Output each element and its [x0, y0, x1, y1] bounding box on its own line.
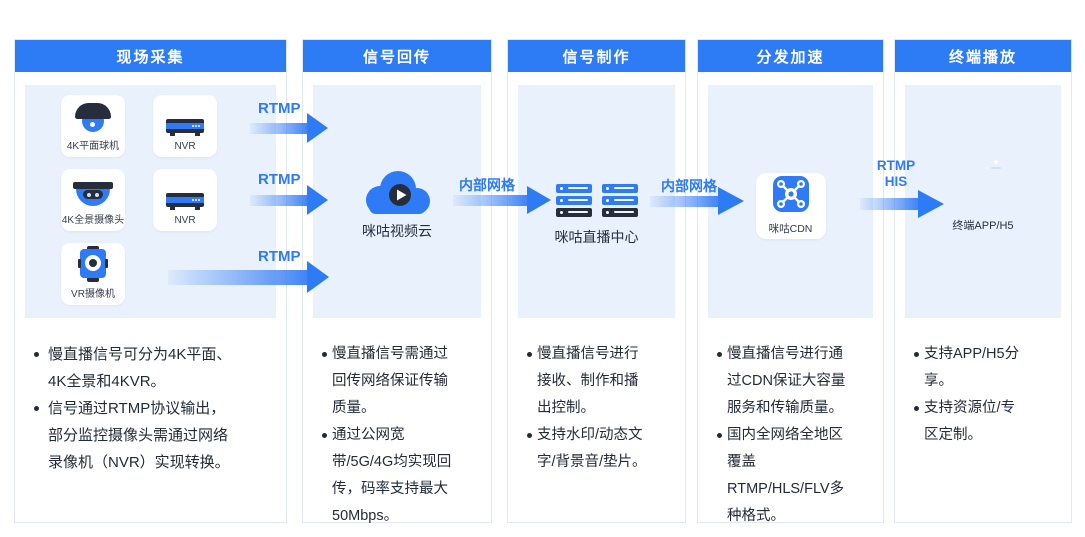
device-label: 4K平面球机 [66, 141, 120, 152]
column-capture-header: 现场采集 [15, 40, 286, 72]
arrow-right-icon [307, 261, 329, 293]
device-card-vr-camera: VR摄像机 [61, 243, 125, 305]
arrow-label-rtmp-his: RTMP HIS [866, 158, 926, 190]
video-cloud-icon [360, 167, 434, 224]
video-cloud-label: 咪咕视频云 [362, 223, 432, 239]
nvr-icon [166, 119, 204, 138]
note-item: 慢直播信号进行通过CDN保证大容量服务和传输质量。 [716, 341, 849, 422]
arrow-label-rtmp-2: RTMP [258, 171, 301, 188]
arrow-shaft [650, 196, 718, 207]
column-backhaul-header: 信号回传 [303, 40, 491, 72]
column-playback-header: 终端播放 [895, 40, 1071, 72]
arrow-right-icon [718, 187, 744, 215]
arrow-label-internal-1: 内部网格 [459, 177, 515, 193]
dome-camera-icon [75, 103, 111, 134]
arrow-shaft [860, 198, 918, 210]
device-card-nvr-1: NVR [153, 95, 217, 157]
note-item: 慢直播信号可分为4K平面、4K全景和4KVR。 [33, 341, 240, 395]
panoramic-camera-icon [73, 182, 113, 208]
note-item: 通过公网宽带/5G/4G均实现回传，码率支持最大50Mbps。 [321, 422, 459, 530]
production-notes: 慢直播信号进行接收、制作和播出控制。 支持水印/动态文字/背景音/垫片。 [508, 341, 651, 476]
note-item: 国内全网络全地区覆盖RTMP/HLS/FLV多种格式。 [716, 422, 849, 530]
live-center-label: 咪咕直播中心 [554, 229, 639, 245]
column-backhaul: 信号回传 咪咕视频云 慢直播信号需通过回传网络保证传输质量。 通过公网宽带/5 [302, 39, 492, 524]
arrow-label-line2: HIS [884, 174, 908, 189]
column-production: 信号制作 咪咕直播中心 慢直播信号进行接收、制作和播出控制。 支持水印/动态文字… [507, 39, 686, 523]
column-playback: 终端播放 终端APP/H5 支持APP/H5分享。 支持资源位/专区定制。 [894, 39, 1072, 523]
arrow-shaft [453, 195, 527, 206]
note-item: 支持水印/动态文字/背景音/垫片。 [526, 422, 651, 476]
arrow-label-line1: RTMP [876, 158, 916, 173]
distribution-notes: 慢直播信号进行通过CDN保证大容量服务和传输质量。 国内全网络全地区覆盖RTMP… [698, 341, 849, 530]
arrow-label-rtmp-3: RTMP [258, 248, 301, 265]
arrow-right-icon [307, 113, 328, 143]
cdn-network-icon [772, 176, 809, 217]
device-label: VR摄像机 [71, 289, 115, 300]
cdn-card: 咪咕CDN [755, 173, 826, 239]
backhaul-notes: 慢直播信号需通过回传网络保证传输质量。 通过公网宽带/5G/4G均实现回传，码率… [303, 341, 459, 530]
nvr-icon [166, 193, 204, 212]
capture-notes: 慢直播信号可分为4K平面、4K全景和4KVR。 信号通过RTMP协议输出，部分监… [15, 341, 240, 476]
note-item: 支持APP/H5分享。 [913, 341, 1024, 395]
note-item: 信号通过RTMP协议输出，部分监控摄像头需通过网络录像机（NVR）实现转换。 [33, 395, 240, 476]
arrow-right-icon [527, 186, 551, 214]
terminal-app-label: 终端APP/H5 [952, 220, 1014, 232]
cdn-label: 咪咕CDN [768, 223, 813, 235]
arrow-right-icon [918, 190, 944, 218]
arrow-shaft [250, 195, 307, 206]
note-item: 慢直播信号需通过回传网络保证传输质量。 [321, 341, 459, 422]
arrow-shaft [250, 123, 307, 134]
device-card-panoramic-camera: 4K全景摄像头 [61, 169, 125, 231]
playback-notes: 支持APP/H5分享。 支持资源位/专区定制。 [895, 341, 1024, 449]
vr-camera-icon [78, 246, 108, 282]
column-distribution-header: 分发加速 [698, 40, 883, 72]
arrow-right-icon [307, 185, 328, 215]
server-stack-icon [555, 184, 638, 217]
device-label: NVR [174, 141, 196, 152]
note-item: 支持资源位/专区定制。 [913, 395, 1024, 449]
arrow-label-rtmp-1: RTMP [258, 100, 301, 117]
arrow-label-internal-2: 内部网格 [661, 178, 717, 194]
device-label: 4K全景摄像头 [61, 215, 125, 226]
column-production-header: 信号制作 [508, 40, 685, 72]
column-distribution: 分发加速 [697, 39, 884, 524]
device-label: NVR [174, 215, 196, 226]
device-card-dome-camera: 4K平面球机 [61, 95, 125, 157]
device-card-nvr-2: NVR [153, 169, 217, 231]
arrow-shaft [168, 270, 307, 285]
note-item: 慢直播信号进行接收、制作和播出控制。 [526, 341, 651, 422]
